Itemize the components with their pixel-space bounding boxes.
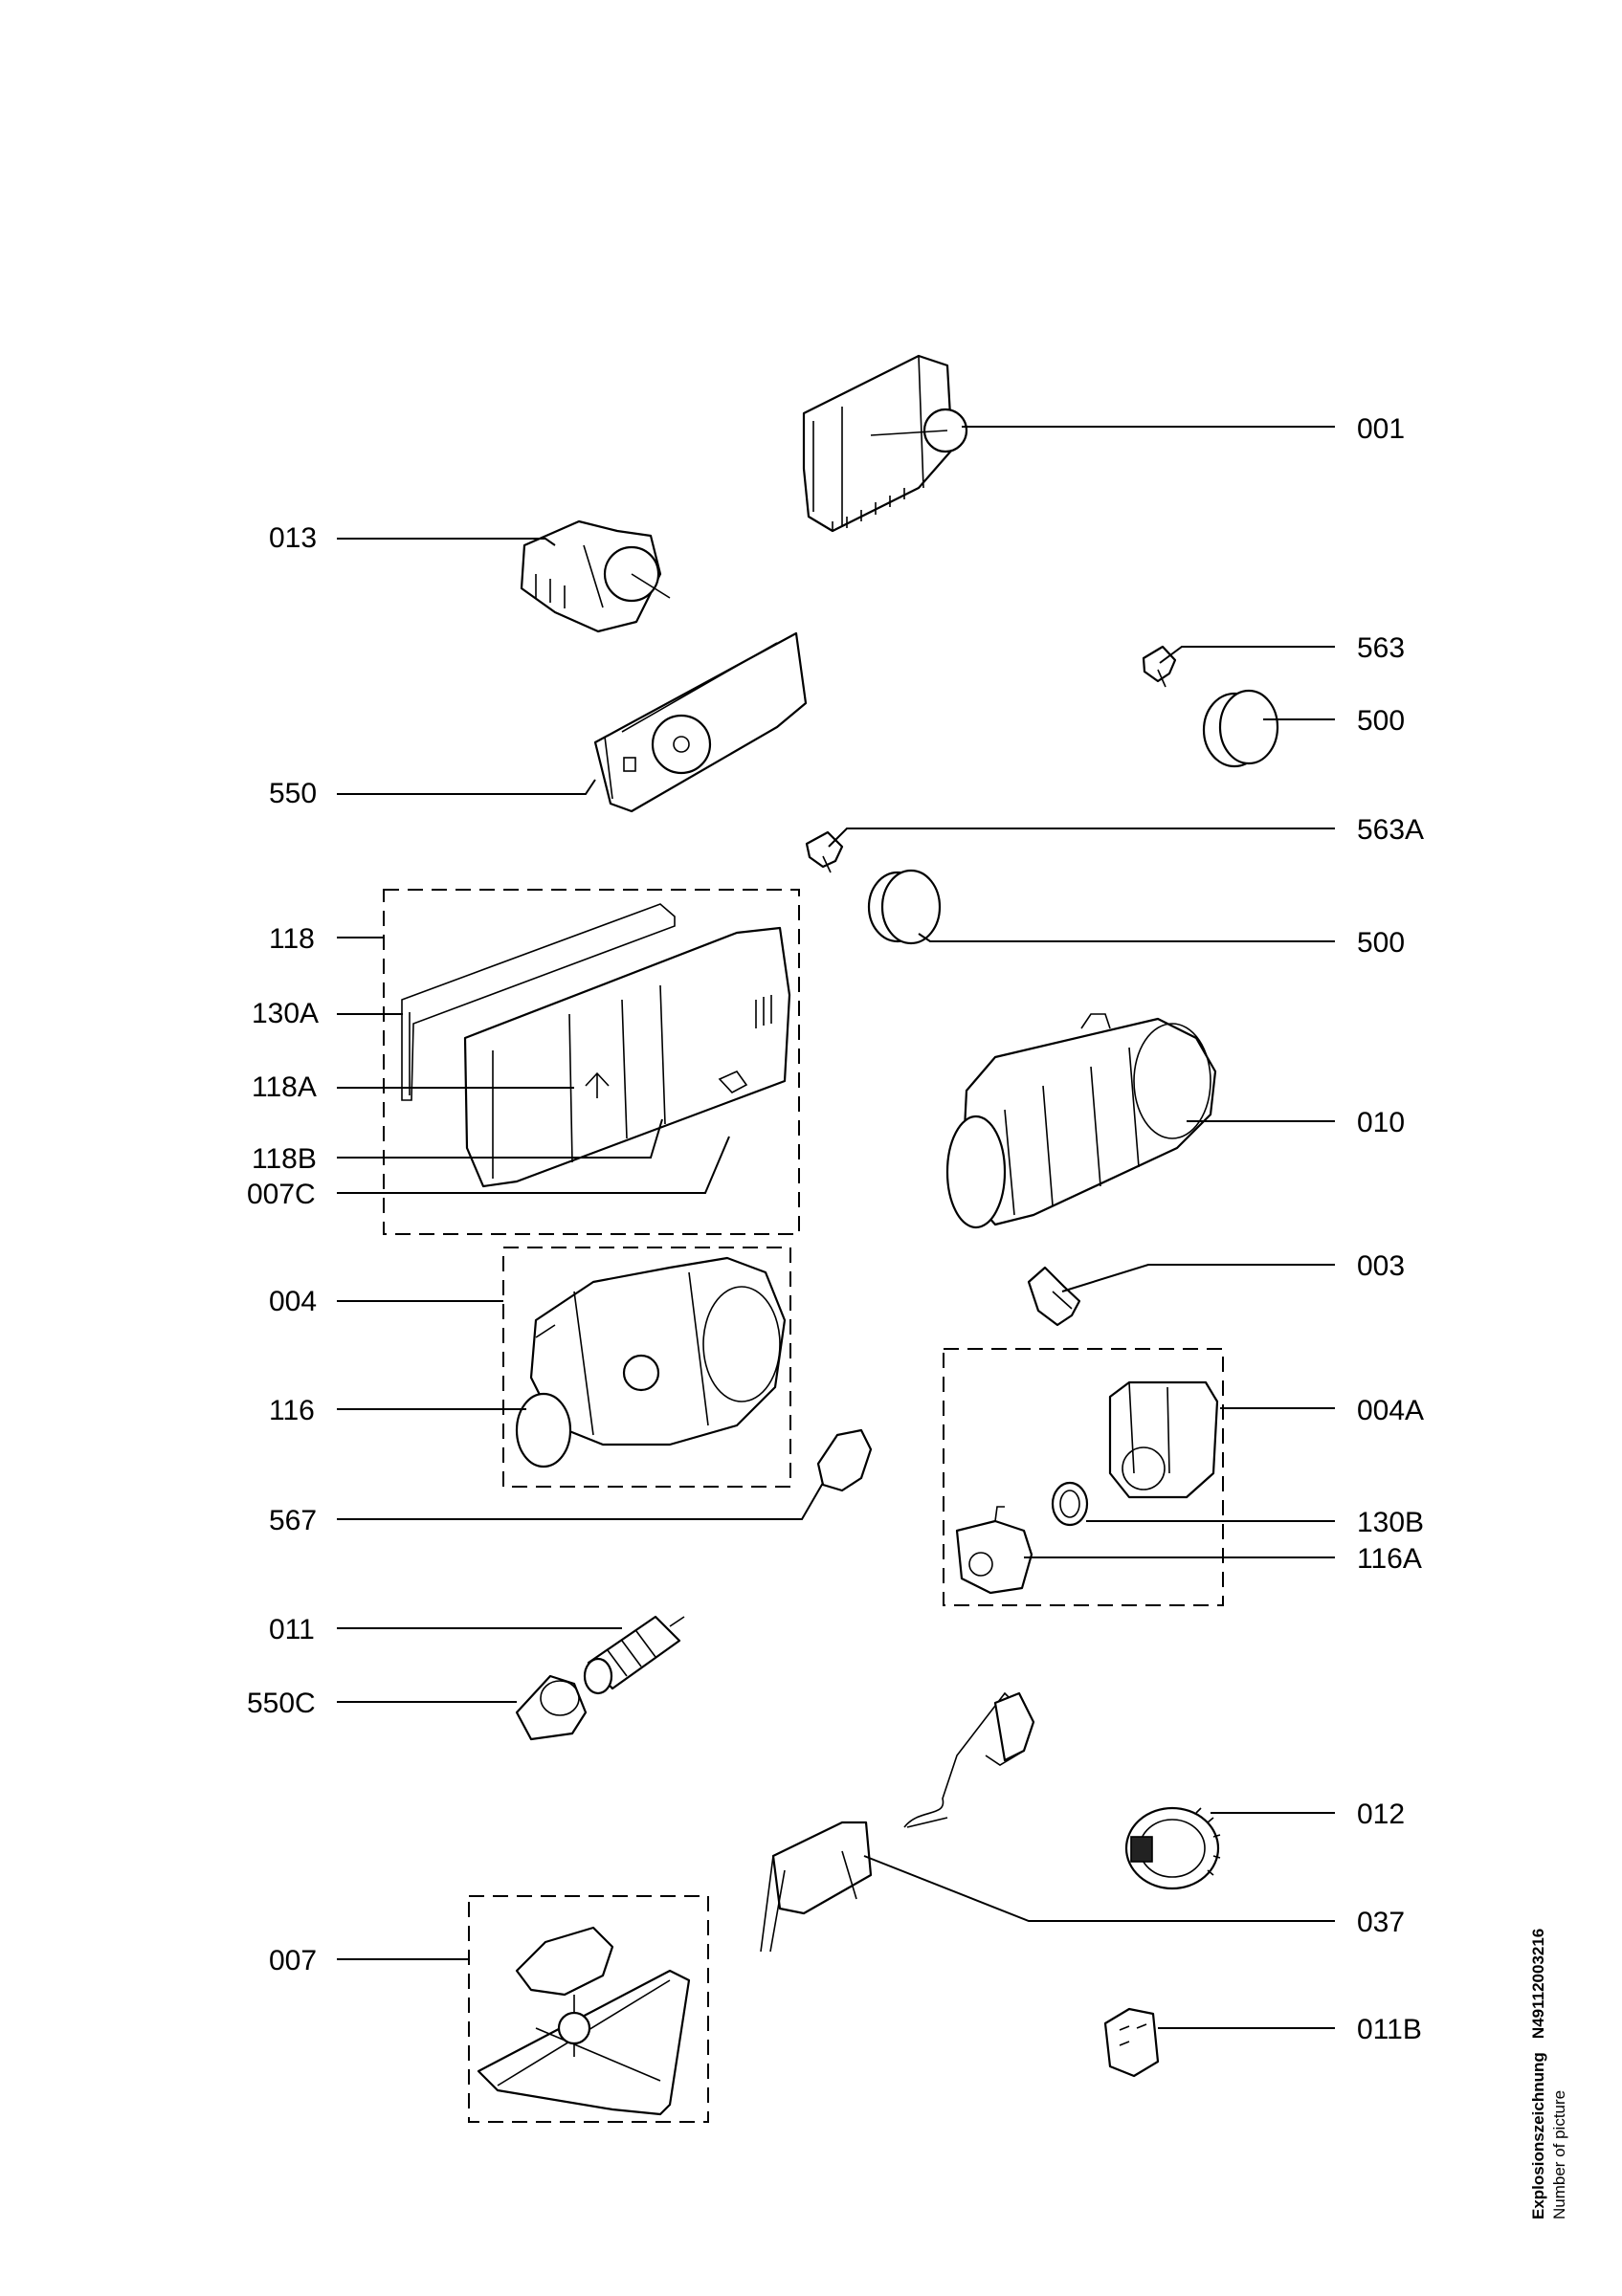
callout-007: 007 xyxy=(269,1945,317,1976)
drawing-title-text: Explosionszeichnung xyxy=(1529,2052,1547,2219)
ring-part-130B xyxy=(1051,1481,1089,1527)
group-box-004A xyxy=(943,1348,1224,1606)
drawing-title: Explosionszeichnung N49112003216 xyxy=(1529,1929,1548,2219)
group-box-118 xyxy=(383,889,800,1235)
capacitor-part-011 xyxy=(583,1615,685,1695)
leader-lines xyxy=(337,426,1335,2029)
sensor-part-003 xyxy=(1027,1266,1081,1327)
connector-part-011B xyxy=(1103,2007,1160,2078)
group-box-004 xyxy=(502,1247,791,1488)
callout-037: 037 xyxy=(1357,1907,1405,1938)
callout-118: 118 xyxy=(269,923,315,955)
sprayarm-part-007 xyxy=(477,1926,691,2116)
dispenser-part-118 xyxy=(401,903,791,1188)
knob-part-500-upper xyxy=(1202,689,1279,768)
callout-563: 563 xyxy=(1357,632,1405,664)
round-part-012 xyxy=(1124,1806,1221,1890)
callout-118B: 118B xyxy=(252,1143,317,1175)
callout-001: 001 xyxy=(1357,413,1405,445)
cap-part-550C xyxy=(515,1674,588,1741)
callout-013: 013 xyxy=(269,522,317,554)
callout-011B: 011B xyxy=(1357,2014,1422,2045)
callout-550: 550 xyxy=(269,778,317,809)
callout-116: 116 xyxy=(269,1395,315,1426)
callout-004A: 004A xyxy=(1357,1395,1424,1426)
heater-part-010 xyxy=(945,1013,1217,1229)
lampholder-part-563 xyxy=(1142,645,1177,688)
callout-012: 012 xyxy=(1357,1799,1405,1830)
picture-number-caption: Number of picture xyxy=(1550,2089,1568,2219)
callout-010: 010 xyxy=(1357,1107,1405,1138)
knob-part-500-lower xyxy=(867,869,942,945)
pump-part-004 xyxy=(515,1256,787,1468)
clip-part-567 xyxy=(816,1428,873,1492)
callout-007C: 007C xyxy=(247,1179,316,1210)
panel-part-550 xyxy=(593,631,808,813)
group-box-007 xyxy=(468,1895,709,2123)
callout-567: 567 xyxy=(269,1505,317,1536)
callout-130B: 130B xyxy=(1357,1507,1424,1538)
callout-500-lower: 500 xyxy=(1357,927,1405,959)
timer-part-001 xyxy=(802,354,968,533)
valve-part-116A xyxy=(955,1506,1033,1595)
callout-563A: 563A xyxy=(1357,814,1424,846)
callout-130A: 130A xyxy=(252,998,319,1029)
callout-550C: 550C xyxy=(247,1688,316,1719)
callout-118A: 118A xyxy=(252,1071,317,1103)
callout-004: 004 xyxy=(269,1286,317,1317)
callout-003: 003 xyxy=(1357,1250,1405,1282)
callout-500-upper: 500 xyxy=(1357,705,1405,737)
switch-part-013 xyxy=(520,519,671,633)
pressostat-part-004A xyxy=(1108,1380,1219,1499)
callout-116A: 116A xyxy=(1357,1543,1422,1575)
cable-part-037 xyxy=(760,1691,1035,1953)
callout-011: 011 xyxy=(269,1614,315,1645)
clip-part-007C xyxy=(718,1071,748,1093)
drawing-number: N49112003216 xyxy=(1529,1928,1547,2040)
